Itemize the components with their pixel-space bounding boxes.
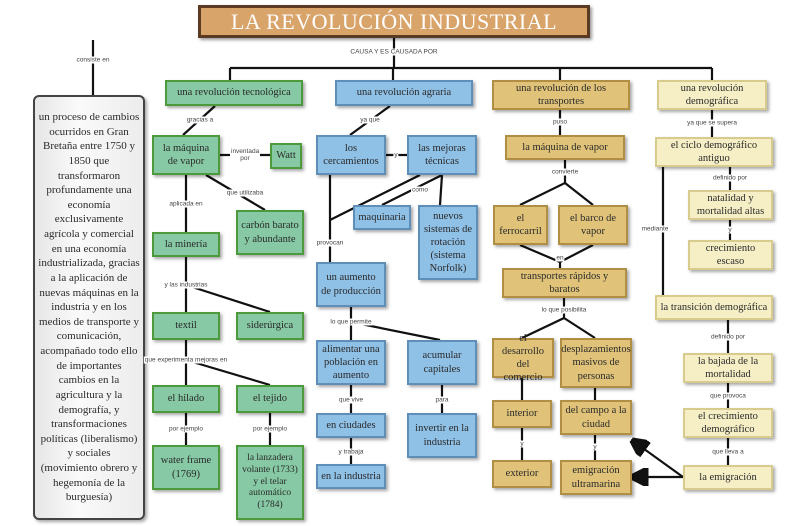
link-label: consiste en (75, 56, 111, 64)
node-aumento-produccion: un aumento de producción (316, 262, 386, 307)
node-crecimiento-escaso: crecimiento escaso (688, 240, 773, 270)
link-label: que experimenta mejoras en (143, 356, 229, 364)
node-revolucion-transportes: una revolución de los transportes (492, 80, 630, 110)
link-label: y las industrias (163, 281, 209, 289)
node-rotacion: nuevos sistemas de rotación (sistema Nor… (418, 205, 478, 280)
node-transicion: la transición demográfica (655, 295, 773, 320)
link-label: ya que se supera (686, 119, 738, 127)
link-label: y trabaja (337, 448, 365, 456)
link-label: lo que posibilita (540, 306, 588, 314)
node-watt: Watt (270, 143, 302, 169)
node-textil: textil (152, 312, 220, 340)
link-label: gracias a (185, 116, 215, 124)
node-barco-vapor: el barco de vapor (558, 205, 628, 245)
node-invertir: invertir en la industria (407, 413, 477, 458)
link-label: definido por (710, 333, 746, 341)
node-tejido: el tejido (236, 385, 304, 413)
link-label: y (393, 151, 399, 159)
node-natalidad: natalidad y mortalidad altas (688, 190, 773, 220)
link-label: como (411, 186, 429, 194)
link-label: que lleva a (711, 448, 745, 456)
link-label: ya que (359, 116, 381, 124)
link-label: por ejemplo (168, 425, 204, 433)
node-mejoras-tecnicas: las mejoras técnicas (407, 135, 477, 175)
node-revolucion-demografica: una revolución demográfica (657, 80, 767, 110)
node-interior: interior (492, 400, 552, 428)
node-en-industria: en la industria (316, 464, 386, 489)
node-revolucion-agraria: una revolución agraria (335, 80, 473, 106)
node-transportes-rapidos: transportes rápidos y baratos (502, 268, 627, 298)
node-bajada-mortalidad: la bajada de la mortalidad (683, 353, 773, 383)
definition-node: un proceso de cambios ocurridos en Gran … (33, 95, 145, 520)
link-label: convierte (550, 168, 580, 176)
node-desarrollo-comercio: el desarrollo del comercio (492, 333, 554, 383)
node-ferrocarril: el ferrocarril (493, 205, 548, 245)
link-label: que utilizaba (225, 189, 265, 197)
link-label: en (555, 254, 565, 262)
node-acumular: acumular capitales (407, 340, 477, 385)
link-label: mediante (640, 225, 670, 233)
link-label: que vive (337, 396, 365, 404)
node-cercamientos: los cercamientos (316, 135, 386, 175)
link-label: puso (551, 118, 569, 126)
link-label: y (592, 443, 598, 451)
node-revolucion-tecnologica: una revolución tecnológica (165, 80, 303, 106)
node-lanzadera: la lanzadera volante (1733) y el telar a… (236, 445, 304, 520)
link-label: provocan (315, 239, 345, 247)
link-label: lo que permite (329, 318, 373, 326)
node-maquina-vapor: la máquina de vapor (152, 135, 220, 175)
link-label: aplicada en (168, 200, 204, 208)
node-carbon: carbón barato y abundante (236, 210, 304, 255)
node-water-frame: water frame (1769) (152, 445, 220, 490)
node-maquina-vapor-2: la máquina de vapor (505, 135, 625, 160)
link-label: que provoca (709, 392, 747, 400)
node-maquinaria: maquinaria (353, 205, 411, 230)
node-crecimiento-demografico: el crecimiento demográfico (683, 408, 773, 438)
link-label: definido por (712, 174, 748, 182)
link-label: CAUSA Y ES CAUSADA POR (349, 48, 439, 56)
node-exterior: exterior (492, 460, 552, 488)
node-campo-ciudad: del campo a la ciudad (560, 400, 632, 435)
node-mineria: la minería (152, 232, 220, 257)
link-label: inventada por (230, 148, 260, 162)
link-label: y (519, 440, 525, 448)
node-emigracion: la emigración (683, 465, 773, 490)
node-emigracion-ultramarina: emigración ultramarina (560, 460, 632, 495)
link-label: y (727, 226, 733, 234)
node-alimentar: alimentar una población en aumento (316, 340, 386, 385)
link-label: para (434, 396, 450, 404)
node-siderurgica: siderúrgica (236, 312, 304, 340)
map-title: LA REVOLUCIÓN INDUSTRIAL (198, 5, 590, 38)
node-hilado: el hilado (152, 385, 220, 413)
node-ciclo-antiguo: el ciclo demográfico antiguo (655, 137, 773, 167)
node-ciudades: en ciudades (316, 413, 386, 438)
node-desplazamientos: desplazamientos masivos de personas (560, 338, 632, 388)
link-label: por ejemplo (252, 425, 288, 433)
